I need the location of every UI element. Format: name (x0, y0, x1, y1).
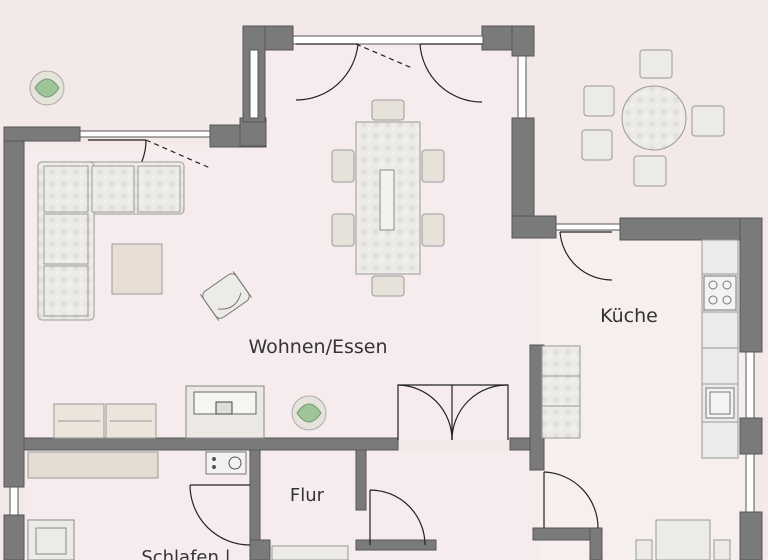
sofa (37, 161, 185, 321)
potted-plant-icon (291, 395, 327, 431)
bedroom-chair (27, 519, 75, 560)
kitchen-table (635, 519, 731, 560)
washing-machine-icon (205, 451, 247, 475)
fireplace-icon (185, 385, 265, 439)
bathroom-fixture (271, 545, 349, 560)
coffee-table (111, 243, 163, 295)
terrace-table (581, 49, 725, 187)
stove-icon (703, 275, 737, 311)
room-label-kueche: Küche (600, 305, 658, 327)
potted-plant-icon (29, 70, 65, 106)
windows (9, 35, 755, 516)
sink-icon (705, 387, 735, 419)
kitchen-counter (701, 239, 739, 459)
wardrobe (27, 451, 159, 479)
room-label-flur: Flur (290, 485, 325, 506)
room-label-wohnen: Wohnen/Essen (248, 336, 387, 358)
armchair-icon (200, 271, 252, 321)
sideboard (53, 403, 157, 439)
room-label-schlafen: Schlafen | (141, 547, 230, 560)
walls (3, 25, 763, 560)
kitchen-island (541, 345, 581, 439)
dining-table (331, 99, 445, 297)
